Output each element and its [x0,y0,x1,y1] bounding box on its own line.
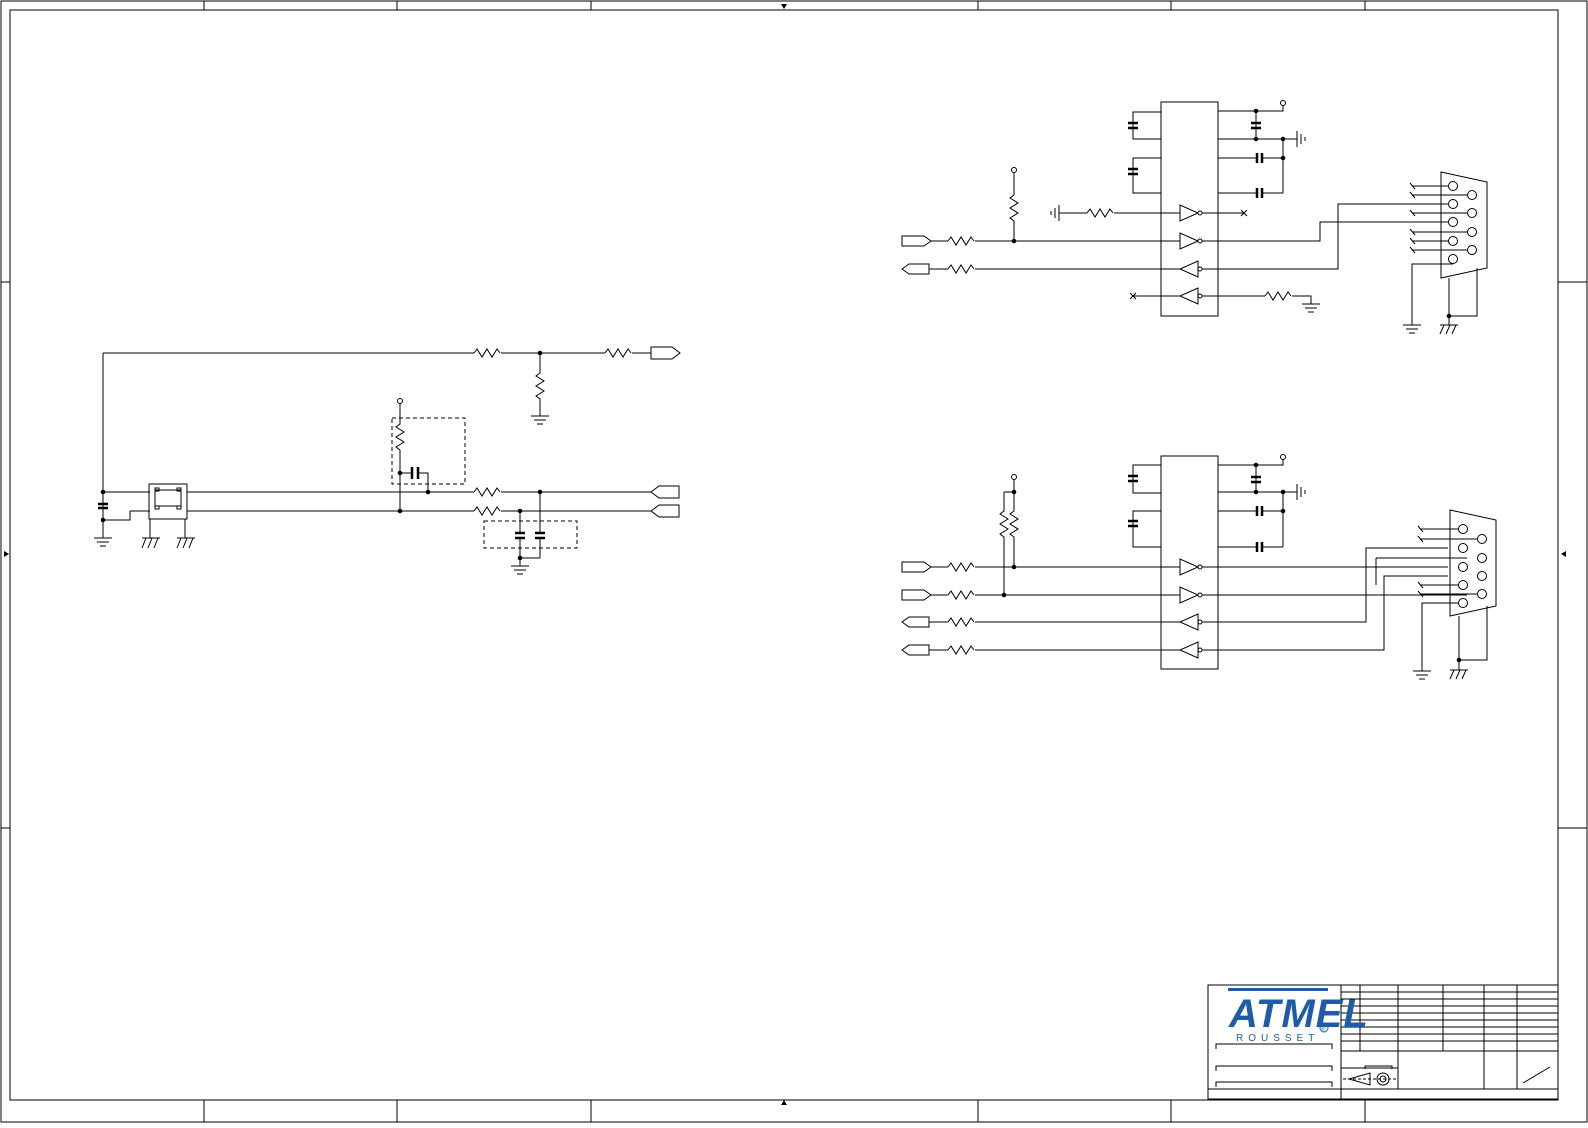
rs232-transceiver-top [901,100,1488,335]
ground-symbol [531,415,549,425]
db9-connector [1440,171,1488,279]
logo-wordmark: ATMEL [1228,992,1369,1036]
resistor [535,353,545,416]
registered-mark: ® [1321,1026,1326,1033]
ground-symbol [511,565,529,575]
output-port [901,263,930,275]
db9-connector [1449,509,1497,617]
transceiver-ic [1160,101,1219,317]
capacitor [410,467,420,479]
capacitor [1128,121,1138,176]
logo-subtext: ROUSSET [1236,1033,1319,1044]
input-port [901,235,932,247]
bidirectional-port [650,485,680,499]
resistor [473,506,501,516]
centering-marks [4,4,1566,1105]
usb-circuit [94,346,681,575]
option-box [483,520,578,549]
resistor [473,487,501,497]
chassis-ground [141,537,160,549]
output-port [650,346,681,360]
transceiver-ic [1160,455,1219,670]
ground-symbol [94,537,112,547]
atmel-logo: ATMEL ROUSSET ® [1228,988,1369,1044]
bidirectional-port [650,504,680,518]
ground-symbol [1296,131,1306,147]
resistor [604,348,632,358]
rs232-transceiver-bottom [901,454,1497,680]
capacitor [515,531,545,540]
ground-symbol [1050,205,1060,221]
usb-connector [148,483,188,520]
chassis-ground [176,537,195,549]
resistor [473,348,501,358]
title-block [1207,984,1559,1100]
capacitor [98,502,108,510]
